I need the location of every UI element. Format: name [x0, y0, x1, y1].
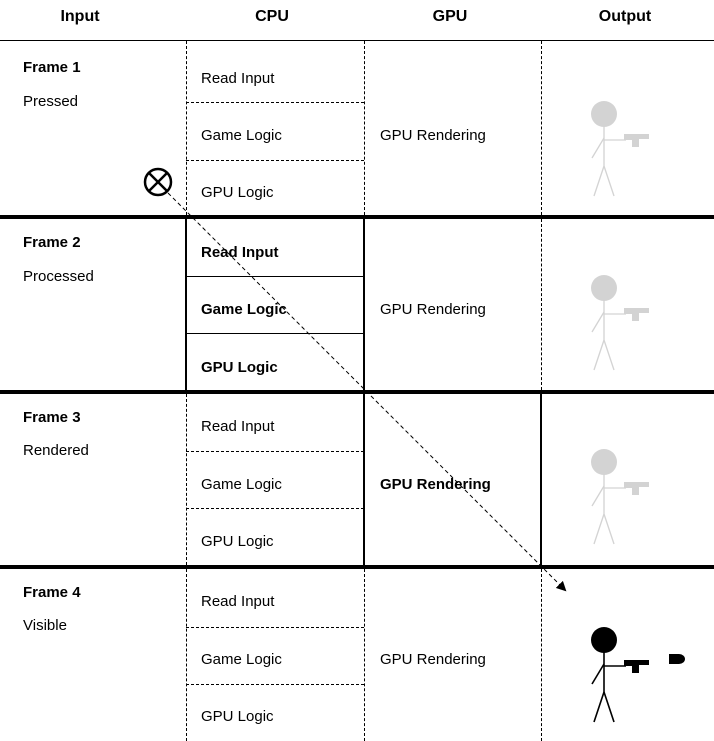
cpu-task-divider — [186, 276, 364, 277]
cpu-task-divider — [186, 160, 364, 161]
gpu-task-rendering: GPU Rendering — [380, 651, 486, 668]
stick-figure-with-gun-icon — [591, 101, 649, 197]
cpu-task-read-input: Read Input — [201, 244, 279, 261]
cpu-task-read-input: Read Input — [201, 593, 275, 610]
stick-figure-with-gun-icon — [591, 627, 649, 723]
cpu-task-game-logic: Game Logic — [201, 651, 282, 668]
cpu-task-divider — [186, 102, 364, 103]
frame-title: Frame 1 — [23, 59, 81, 76]
output-column-border-left — [541, 219, 542, 390]
cpu-task-gpu-logic: GPU Logic — [201, 533, 274, 550]
output-column-border-left — [540, 394, 542, 565]
crossed-circle-icon — [143, 167, 173, 197]
frame-divider-3-4 — [0, 565, 714, 569]
cpu-task-read-input: Read Input — [201, 418, 275, 435]
cpu-task-game-logic: Game Logic — [201, 301, 287, 318]
header-output: Output — [598, 8, 652, 25]
header-divider — [0, 40, 714, 41]
cpu-task-divider — [186, 627, 364, 628]
cpu-column-border-left — [186, 41, 187, 215]
header-cpu: CPU — [255, 8, 289, 25]
cpu-task-gpu-logic: GPU Logic — [201, 708, 274, 725]
frame-state: Visible — [23, 617, 67, 634]
frame-state: Rendered — [23, 442, 89, 459]
output-column-border-left — [541, 41, 542, 215]
frame-divider-1-2 — [0, 215, 714, 219]
frame-state: Pressed — [23, 93, 79, 110]
bullet-icon — [669, 654, 685, 664]
cpu-task-divider — [186, 451, 364, 452]
gpu-task-rendering: GPU Rendering — [380, 301, 486, 318]
gpu-column-border-left — [363, 394, 365, 565]
gpu-task-rendering: GPU Rendering — [380, 127, 486, 144]
frame-title: Frame 2 — [23, 234, 81, 251]
gpu-column-border-left — [363, 219, 365, 390]
gpu-column-border-left — [364, 569, 365, 741]
stick-figure-with-gun-icon — [591, 449, 649, 545]
cpu-task-read-input: Read Input — [201, 70, 275, 87]
cpu-task-gpu-logic: GPU Logic — [201, 184, 274, 201]
cpu-task-divider — [186, 508, 364, 509]
cpu-task-divider — [186, 684, 364, 685]
cpu-column-border-left — [186, 569, 187, 741]
cpu-column-border-left — [186, 394, 187, 565]
output-column-border-left — [541, 569, 542, 741]
header-gpu: GPU — [432, 8, 468, 25]
gpu-task-rendering: GPU Rendering — [380, 476, 491, 493]
cpu-task-game-logic: Game Logic — [201, 127, 282, 144]
stick-figure-with-gun-icon — [591, 275, 649, 371]
cpu-task-game-logic: Game Logic — [201, 476, 282, 493]
gpu-column-border-left — [364, 41, 365, 215]
header-input: Input — [60, 8, 100, 25]
frame-title: Frame 4 — [23, 584, 81, 601]
cpu-column-border-left — [185, 219, 187, 390]
frame-divider-2-3 — [0, 390, 714, 394]
frame-state: Processed — [23, 268, 94, 285]
frame-title: Frame 3 — [23, 409, 81, 426]
cpu-task-divider — [186, 333, 364, 334]
cpu-task-gpu-logic: GPU Logic — [201, 359, 278, 376]
